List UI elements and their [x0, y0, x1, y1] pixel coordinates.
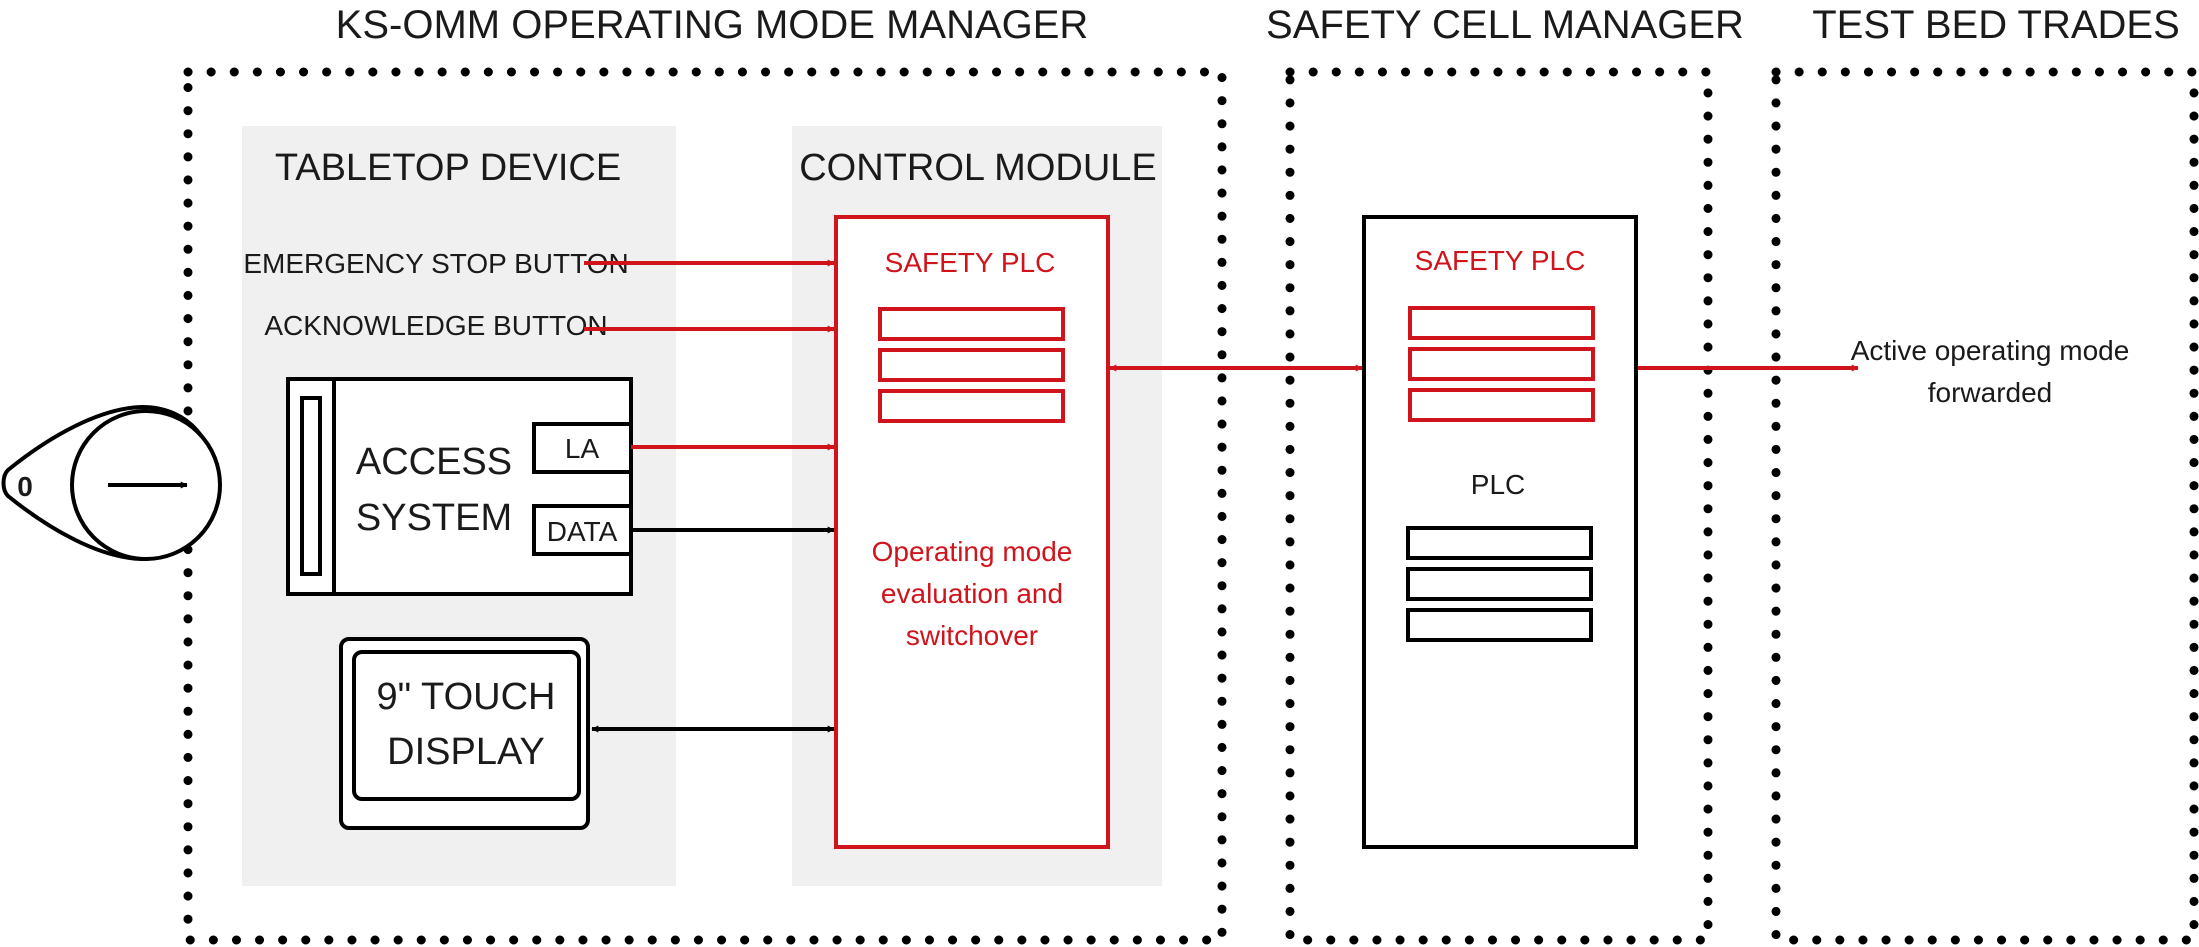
- safety-cell-frame: [1285, 67, 1713, 945]
- la-box: [532, 422, 633, 474]
- control-module-title: CONTROL MODULE: [799, 147, 1157, 189]
- evaluation-text-line3: switchover: [906, 620, 1038, 651]
- acknowledge-label: ACKNOWLEDGE BUTTON: [264, 310, 607, 341]
- touch-display-label-line2: DISPLAY: [387, 731, 545, 773]
- safety-cell-section-title: SAFETY CELL MANAGER: [1266, 3, 1744, 47]
- touch-display: 9" TOUCH DISPLAY: [339, 637, 590, 830]
- card-slot-icon: [300, 396, 322, 576]
- safety-cell-safety-plc-label: SAFETY PLC: [1415, 245, 1586, 276]
- la-label: LA: [565, 433, 600, 464]
- control-safety-plc-label: SAFETY PLC: [885, 247, 1056, 278]
- safety-cell-plc-label: PLC: [1471, 469, 1525, 500]
- safety-cell-red-slot-2: [1408, 347, 1595, 381]
- touch-display-label-line1: 9" TOUCH: [377, 676, 556, 718]
- safety-cell-plc-slot-1: [1406, 526, 1593, 560]
- test-bed-frame: [1771, 67, 2199, 945]
- tabletop-title: TABLETOP DEVICE: [275, 147, 621, 189]
- safety-cell-red-slot-3: [1408, 388, 1595, 422]
- safety-cell-red-slot-1: [1408, 306, 1595, 340]
- key-position-label: 0: [17, 471, 33, 502]
- access-system-label-line2: SYSTEM: [356, 497, 512, 539]
- evaluation-text-line2: evaluation and: [881, 578, 1063, 609]
- access-system-label-line1: ACCESS: [356, 441, 512, 483]
- safety-cell-plc-slot-3: [1406, 608, 1593, 642]
- evaluation-text-line1: Operating mode: [872, 536, 1073, 567]
- data-label: DATA: [547, 516, 618, 547]
- control-plc-slot-2: [878, 348, 1065, 382]
- access-system-box: [286, 377, 633, 596]
- data-box: [532, 504, 633, 556]
- control-plc-slot-1: [878, 307, 1065, 341]
- safety-cell-plc-slot-2: [1406, 567, 1593, 601]
- omm-section-title: KS-OMM OPERATING MODE MANAGER: [336, 3, 1089, 47]
- test-bed-section-title: TEST BED TRADES: [1812, 3, 2180, 47]
- output-text-line1: Active operating mode: [1851, 335, 2130, 366]
- control-plc-slot-3: [878, 389, 1065, 423]
- touch-display-screen: [352, 650, 581, 801]
- access-system: ACCESS SYSTEM LA DATA: [286, 377, 633, 596]
- key-switch: 0: [1, 404, 222, 562]
- emergency-stop-label: EMERGENCY STOP BUTTON: [243, 248, 628, 279]
- output-text-line2: forwarded: [1928, 377, 2053, 408]
